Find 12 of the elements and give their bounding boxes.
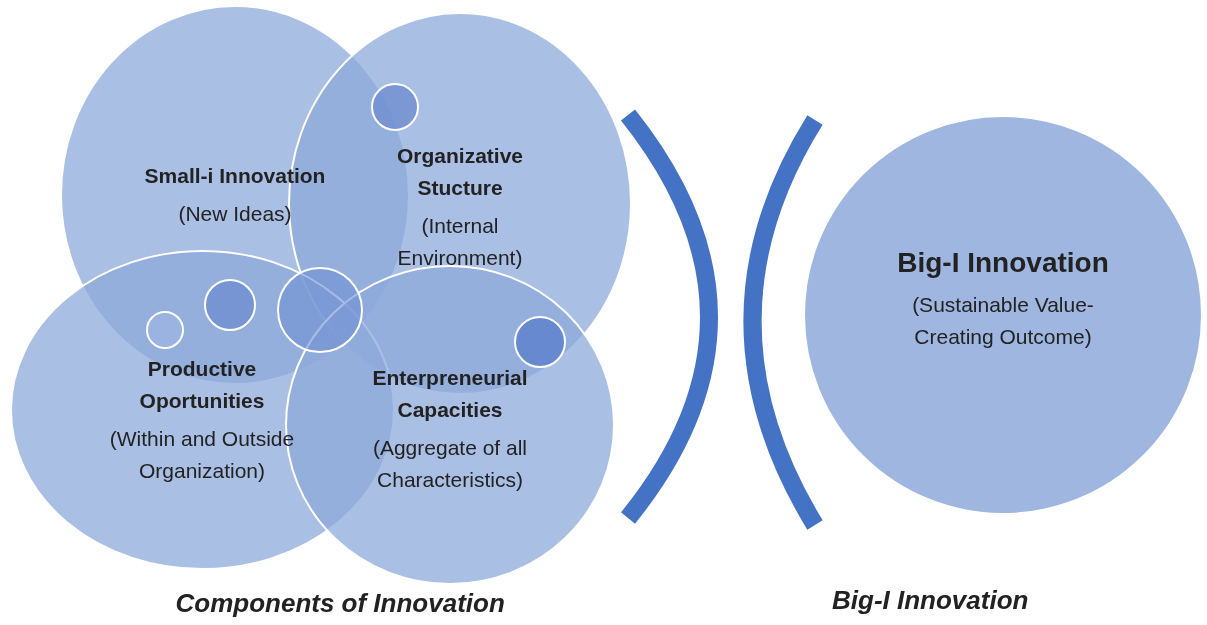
circle-title: Productive Oportunities [138,356,266,414]
circle-title: Small-i Innovation [143,163,327,189]
circle-title: Organizative Stucture [395,143,524,201]
circle-title: Big-I Innovation [896,246,1110,280]
circle-title: Enterpreneurial Capacities [371,365,529,423]
circle-description: (Aggregate of all Characteristics) [371,435,529,493]
circle-description: (Within and Outside Organization) [108,426,296,484]
circle-description: (Internal Environment) [396,213,524,271]
circle-description: (Sustainable Value-Creating Outcome) [911,292,1095,350]
section-caption: Components of Innovation [175,588,505,619]
section-caption: Big-I Innovation [832,585,1029,616]
circle-description: (New Ideas) [177,201,293,227]
